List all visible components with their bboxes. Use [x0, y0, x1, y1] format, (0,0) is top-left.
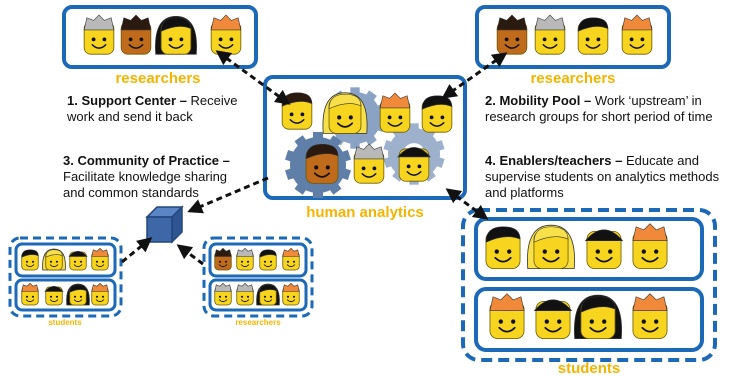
- lego-face-icon: [527, 224, 575, 269]
- community-practice-title: 3. Community of Practice: [63, 153, 220, 168]
- community-practice-text: 3. Community of Practice – Facilitate kn…: [63, 153, 230, 201]
- support-center-line1: Receive: [190, 93, 238, 108]
- lego-face-icon: [44, 285, 64, 306]
- lego-face-icon: [632, 293, 668, 339]
- lego-face-icon: [305, 143, 339, 184]
- lego-face-icon: [68, 250, 88, 271]
- lego-face-icon: [21, 282, 39, 306]
- lego-face-icon: [322, 92, 368, 134]
- lego-face-icon: [485, 226, 521, 269]
- mobility-pool-line2: research groups for short period of time: [485, 109, 713, 124]
- researchers-small-row-1: [208, 242, 308, 278]
- arrow-icon: [176, 244, 204, 266]
- support-center-title: 1. Support Center: [67, 93, 177, 108]
- lego-face-icon: [577, 17, 609, 55]
- mobility-pool-title: 2. Mobility Pool: [485, 93, 581, 108]
- lego-face-icon: [282, 247, 300, 271]
- support-center-text: 1. Support Center – Receive work and sen…: [67, 93, 238, 125]
- lego-face-icon: [421, 95, 453, 133]
- community-practice-line2: Facilitate knowledge sharing: [63, 169, 228, 184]
- lego-face-icon: [214, 282, 232, 306]
- title-separator: –: [580, 93, 595, 108]
- cube-icon: [145, 205, 184, 244]
- lego-face-icon: [489, 293, 525, 339]
- lego-face-icon: [621, 14, 653, 55]
- students-group-large: [461, 208, 717, 362]
- title-separator: –: [176, 93, 191, 108]
- double-arrow-icon: [441, 52, 508, 99]
- lego-face-icon: [236, 247, 254, 271]
- lego-face-icon: [256, 283, 280, 306]
- lego-face-icon: [210, 14, 242, 55]
- lego-face-icon: [574, 294, 622, 339]
- enablers-teachers-line1: Educate and: [625, 153, 699, 168]
- researchers-label-small: researchers: [235, 318, 281, 327]
- lego-face-icon: [91, 282, 109, 306]
- lego-face-icon: [282, 282, 300, 306]
- lego-face-icon: [236, 282, 254, 306]
- researchers-label: researchers: [530, 70, 616, 87]
- lego-face-icon: [214, 247, 232, 271]
- lego-face-icon: [353, 143, 385, 184]
- lego-face-icon: [632, 223, 668, 269]
- lego-face-icon: [66, 283, 90, 306]
- lego-face-icon: [584, 229, 624, 269]
- community-practice-line3: and common standards: [63, 185, 199, 200]
- lego-face-icon: [534, 14, 566, 55]
- lego-face-icon: [259, 249, 277, 271]
- mobility-pool-text: 2. Mobility Pool – Work ‘upstream’ in re…: [485, 93, 713, 125]
- students-label: students: [557, 360, 621, 377]
- title-separator: –: [219, 153, 230, 168]
- enablers-teachers-line3: and platforms: [485, 185, 564, 200]
- support-center-line2: work and send it back: [67, 109, 193, 124]
- lego-face-icon: [91, 247, 109, 271]
- lego-face-icon: [155, 15, 197, 55]
- researchers-group-small: [202, 236, 314, 318]
- researchers-label: researchers: [115, 70, 201, 87]
- human-analytics-label: human analytics: [306, 204, 424, 221]
- double-arrow-icon: [215, 50, 291, 105]
- title-separator: –: [611, 153, 626, 168]
- students-small-row-2: [14, 278, 117, 312]
- enablers-teachers-line2: supervise students on analytics methods: [485, 169, 720, 184]
- enablers-teachers-text: 4. Enablers/teachers – Educate and super…: [485, 153, 719, 201]
- students-label-small: students: [48, 318, 82, 327]
- lego-face-icon: [533, 299, 573, 339]
- lego-face-icon: [397, 147, 431, 182]
- students-group-small: [8, 236, 123, 318]
- lego-face-icon: [120, 14, 152, 55]
- lego-face-icon: [21, 249, 39, 271]
- lego-face-icon: [379, 92, 411, 133]
- lego-face-icon: [83, 14, 115, 55]
- lego-face-icon: [281, 92, 313, 130]
- arrow-icon: [187, 176, 269, 214]
- lego-face-icon: [42, 248, 66, 271]
- arrow-icon: [121, 237, 153, 264]
- double-arrow-icon: [445, 188, 489, 220]
- lego-face-icon: [496, 14, 528, 55]
- mobility-pool-line1: Work ‘upstream’ in: [594, 93, 702, 108]
- students-small-row-1: [14, 242, 117, 278]
- enablers-teachers-title: 4. Enablers/teachers: [485, 153, 612, 168]
